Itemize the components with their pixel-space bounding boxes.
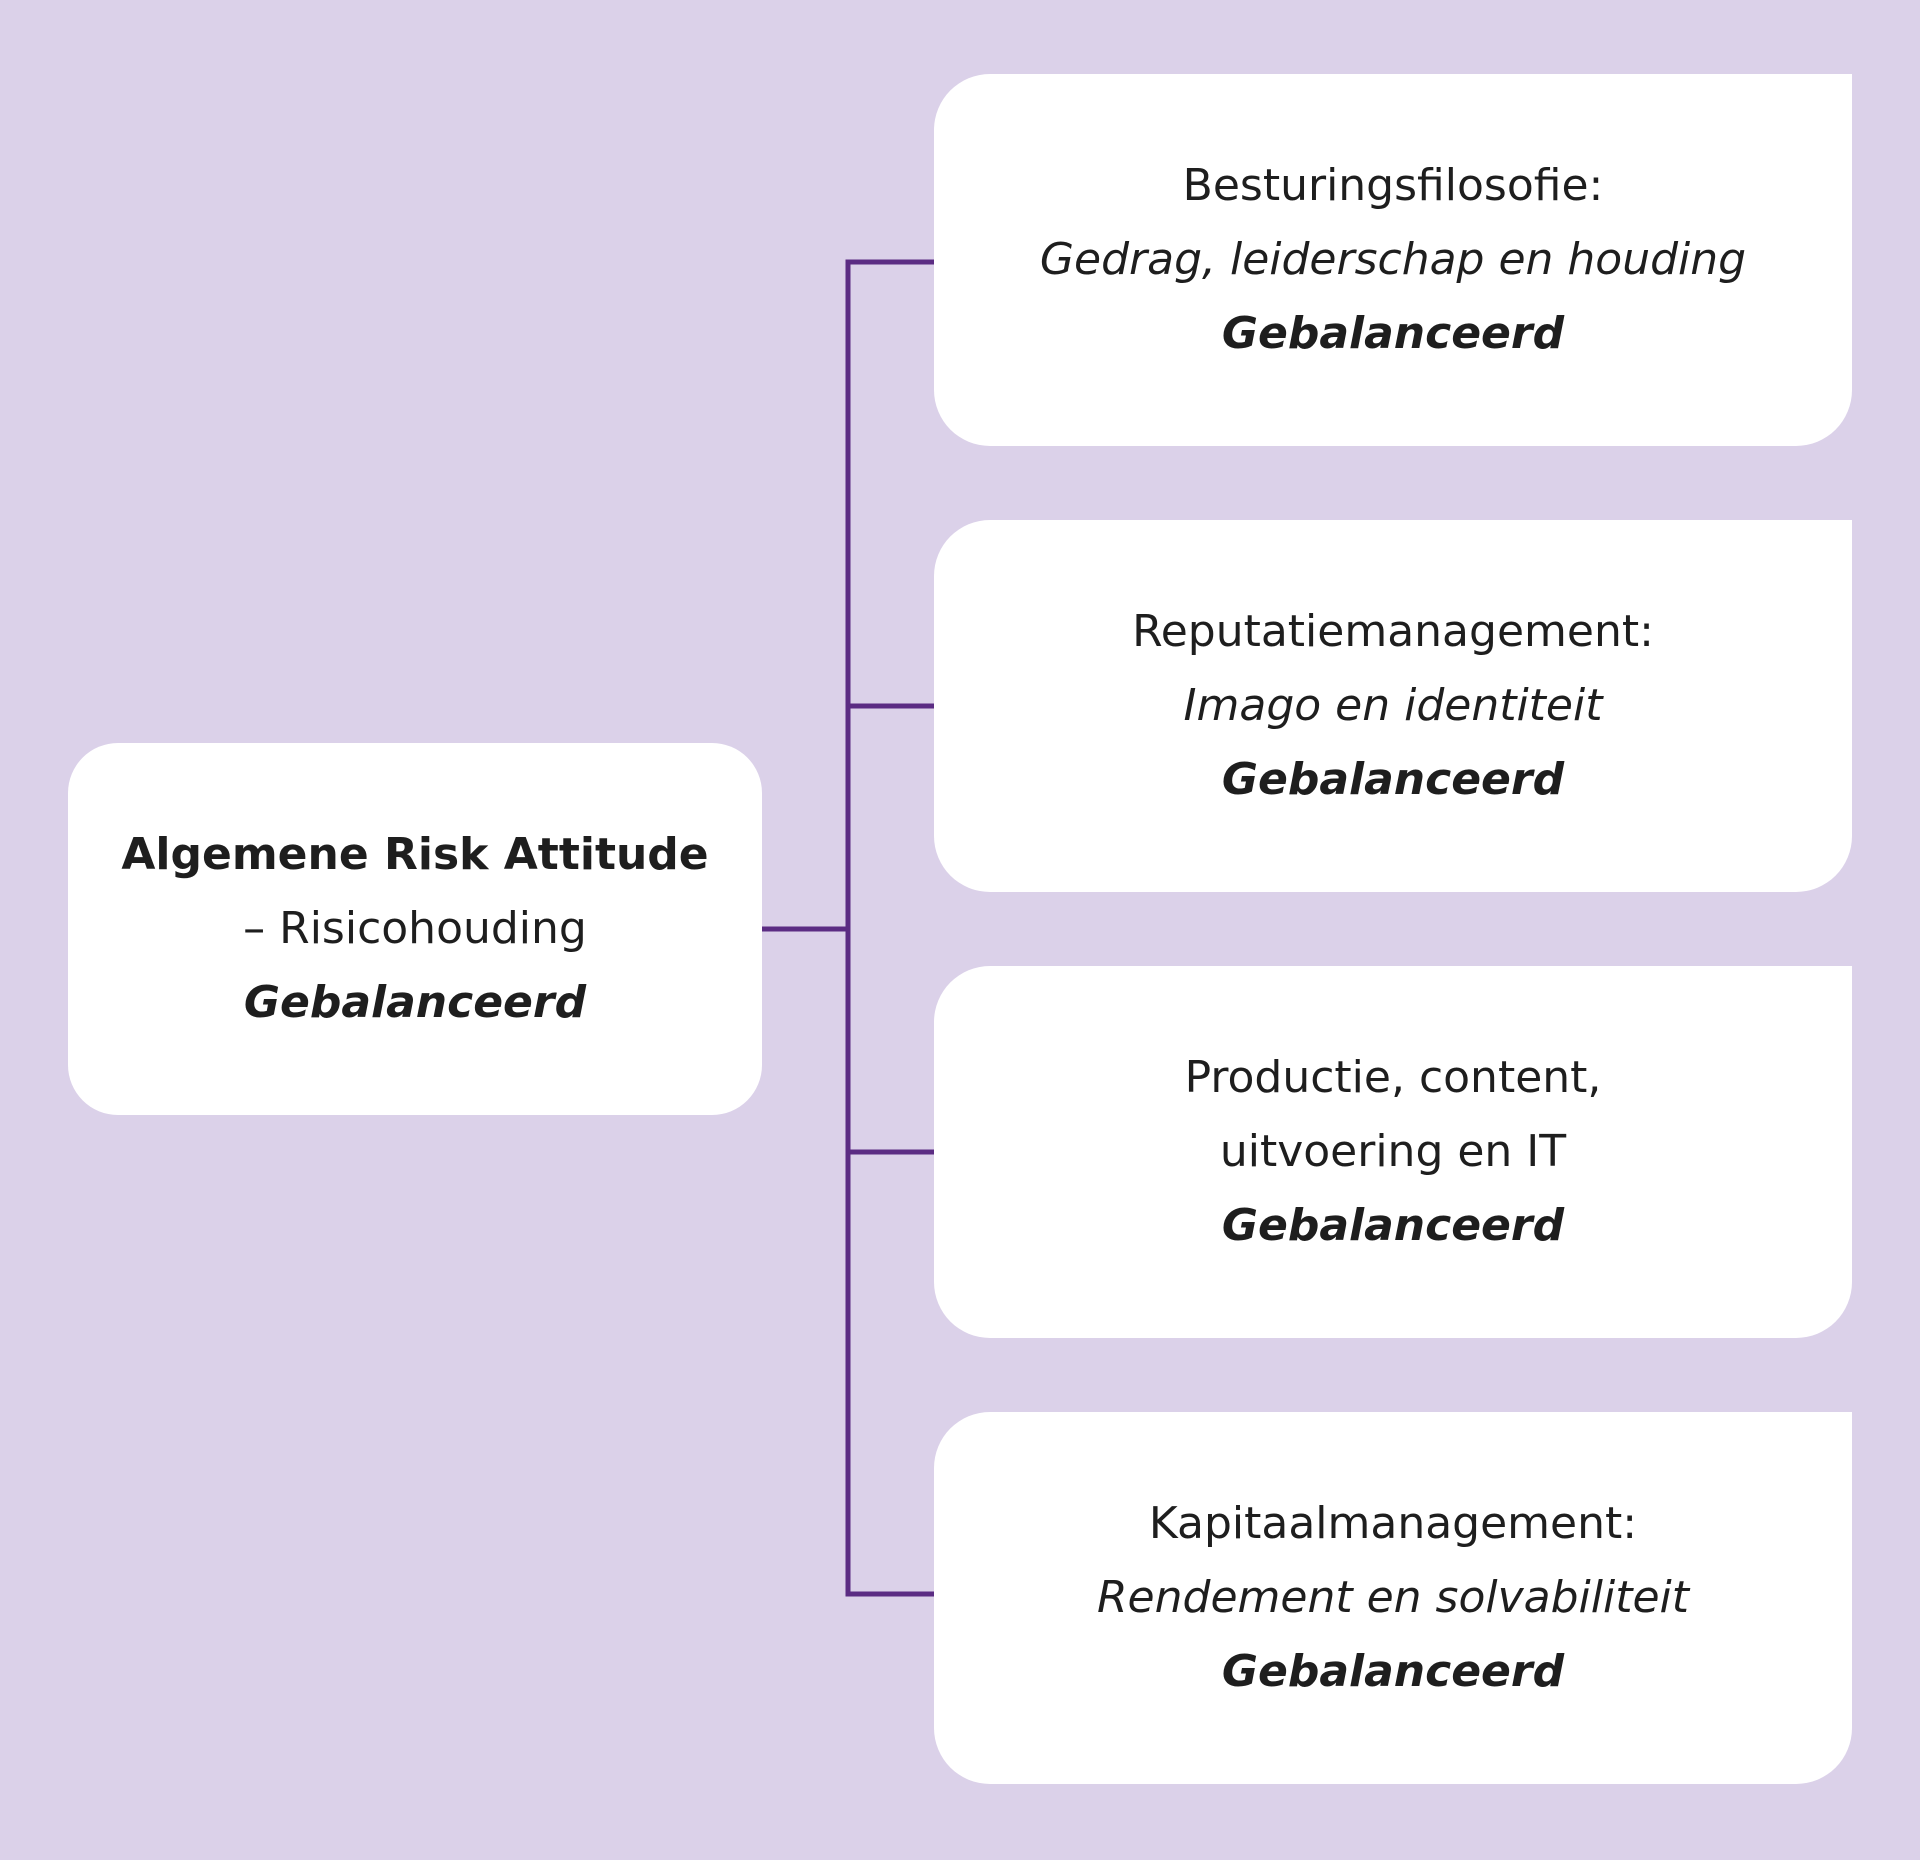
child-card-status: Gebalanceerd — [1221, 1200, 1565, 1251]
child-card-besturingsfilosofie: Besturingsfilosofie: Gedrag, leiderschap… — [934, 74, 1852, 446]
root-status: Gebalanceerd — [243, 977, 587, 1028]
root-card: Algemene Risk Attitude – Risicohouding G… — [68, 743, 762, 1115]
child-card-status: Gebalanceerd — [1221, 754, 1565, 805]
child-card-description: Rendement en solvabiliteit — [1096, 1572, 1689, 1623]
child-card-kapitaalmanagement: Kapitaalmanagement: Rendement en solvabi… — [934, 1412, 1852, 1784]
child-card-heading: Productie, content, — [1184, 1052, 1602, 1103]
root-subtitle: – Risicohouding — [243, 903, 587, 954]
child-card-status: Gebalanceerd — [1221, 308, 1565, 359]
child-card-status: Gebalanceerd — [1221, 1646, 1565, 1697]
root-title: Algemene Risk Attitude — [121, 829, 709, 880]
child-card-heading: Kapitaalmanagement: — [1148, 1498, 1638, 1549]
child-card-description: Imago en identiteit — [1183, 680, 1603, 731]
child-card-description: uitvoering en IT — [1219, 1126, 1567, 1177]
child-card-reputatiemanagement: Reputatiemanagement: Imago en identiteit… — [934, 520, 1852, 892]
child-card-heading: Reputatiemanagement: — [1132, 606, 1654, 657]
child-card-productie: Productie, content, uitvoering en IT Geb… — [934, 966, 1852, 1338]
child-card-description: Gedrag, leiderschap en houding — [1039, 234, 1747, 285]
child-card-heading: Besturingsfilosofie: — [1182, 160, 1604, 211]
